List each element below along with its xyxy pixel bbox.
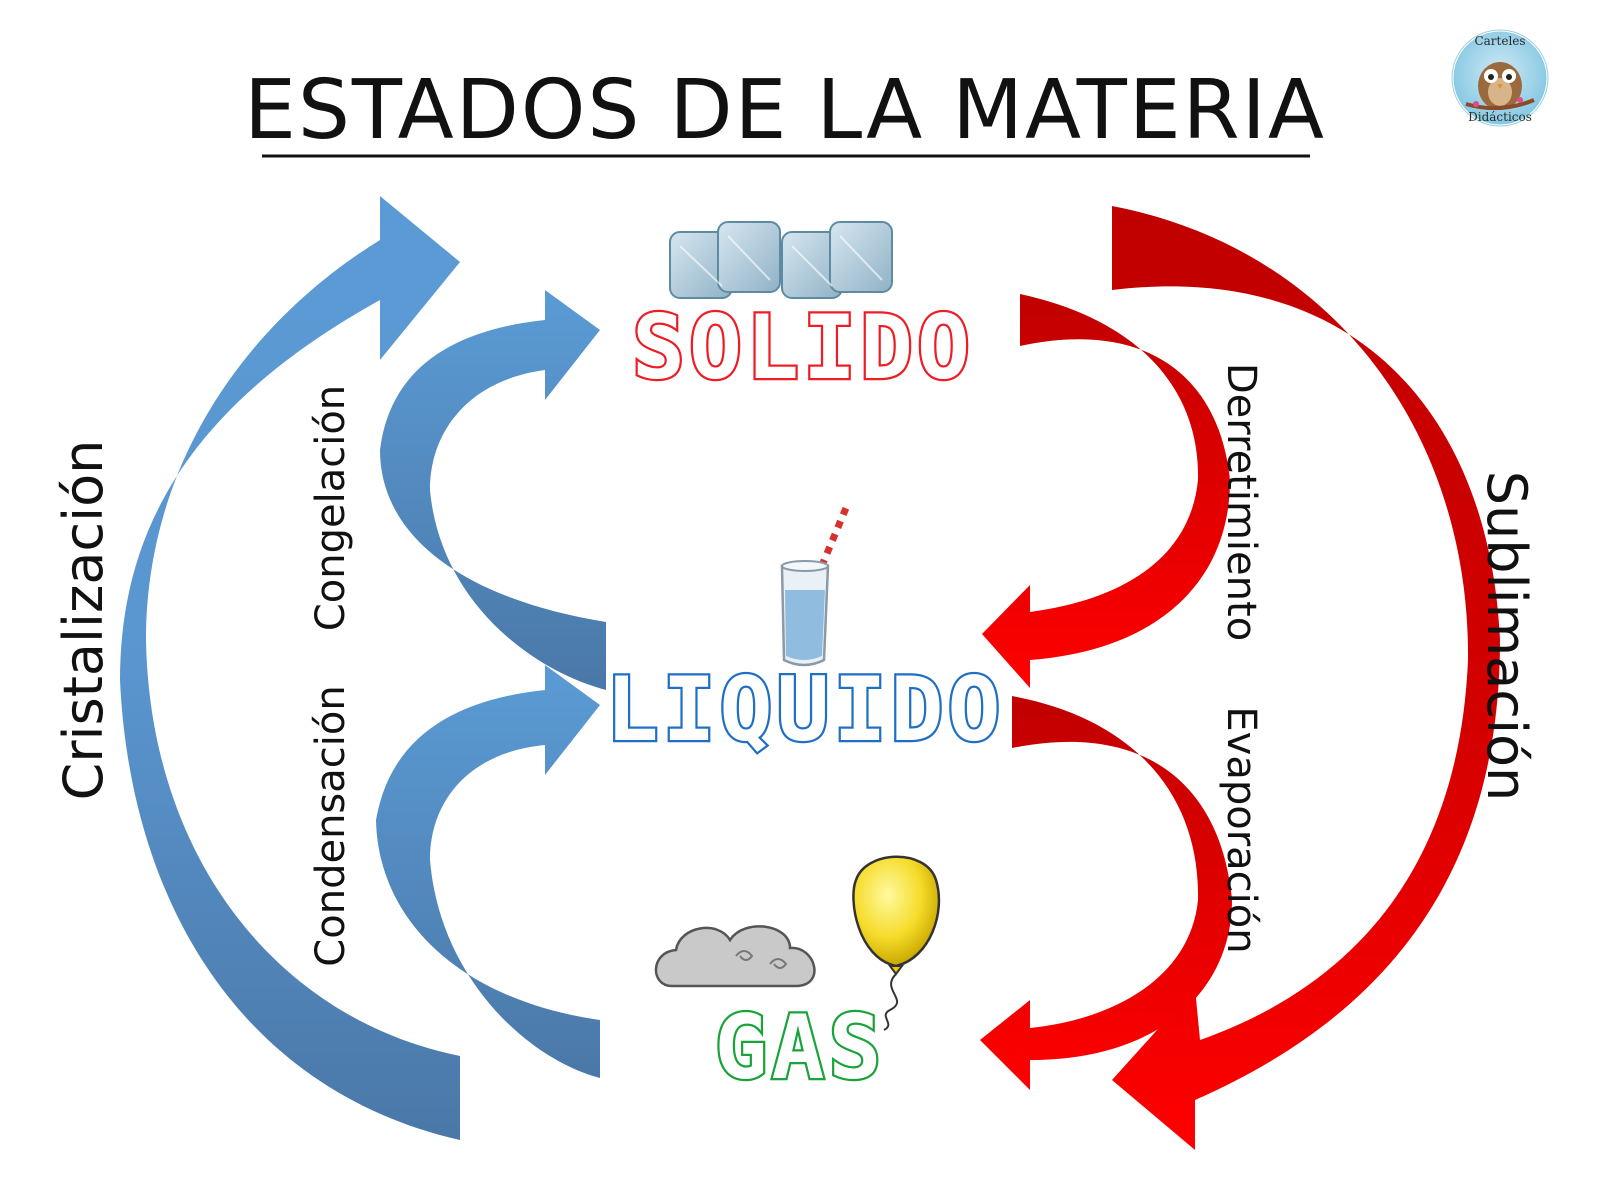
state-liquid-label: LIQUIDO (606, 658, 1005, 761)
owl-logo-icon: Carteles Didácticos (1450, 28, 1550, 128)
arrow-condensacion (376, 665, 600, 1078)
page-title: ESTADOS DE LA MATERIA (244, 63, 1326, 158)
cloud-icon (654, 925, 816, 988)
logo-text-bottom: Didácticos (1468, 110, 1532, 124)
label-evaporacion: Evaporación (1218, 706, 1264, 953)
balloon-icon (852, 855, 941, 1031)
arrow-derretimiento (982, 294, 1230, 688)
arrow-evaporacion (980, 696, 1232, 1090)
state-gas-label: GAS (715, 996, 886, 1099)
label-condensacion: Condensación (308, 685, 354, 966)
label-congelacion: Congelación (308, 385, 354, 631)
arrow-cristalizacion (120, 196, 460, 1140)
glass-with-straw-icon (780, 506, 850, 667)
logo-text-top: Carteles (1474, 34, 1525, 48)
label-derretimiento: Derretimiento (1218, 363, 1264, 641)
label-cristalizacion: Cristalización (52, 440, 115, 801)
arrow-congelacion (380, 290, 606, 690)
label-sublimacion: Sublimación (1475, 471, 1538, 801)
ice-cubes-icon (669, 221, 893, 299)
arrow-sublimacion (1112, 206, 1500, 1150)
state-solid-label: SOLIDO (632, 296, 974, 399)
